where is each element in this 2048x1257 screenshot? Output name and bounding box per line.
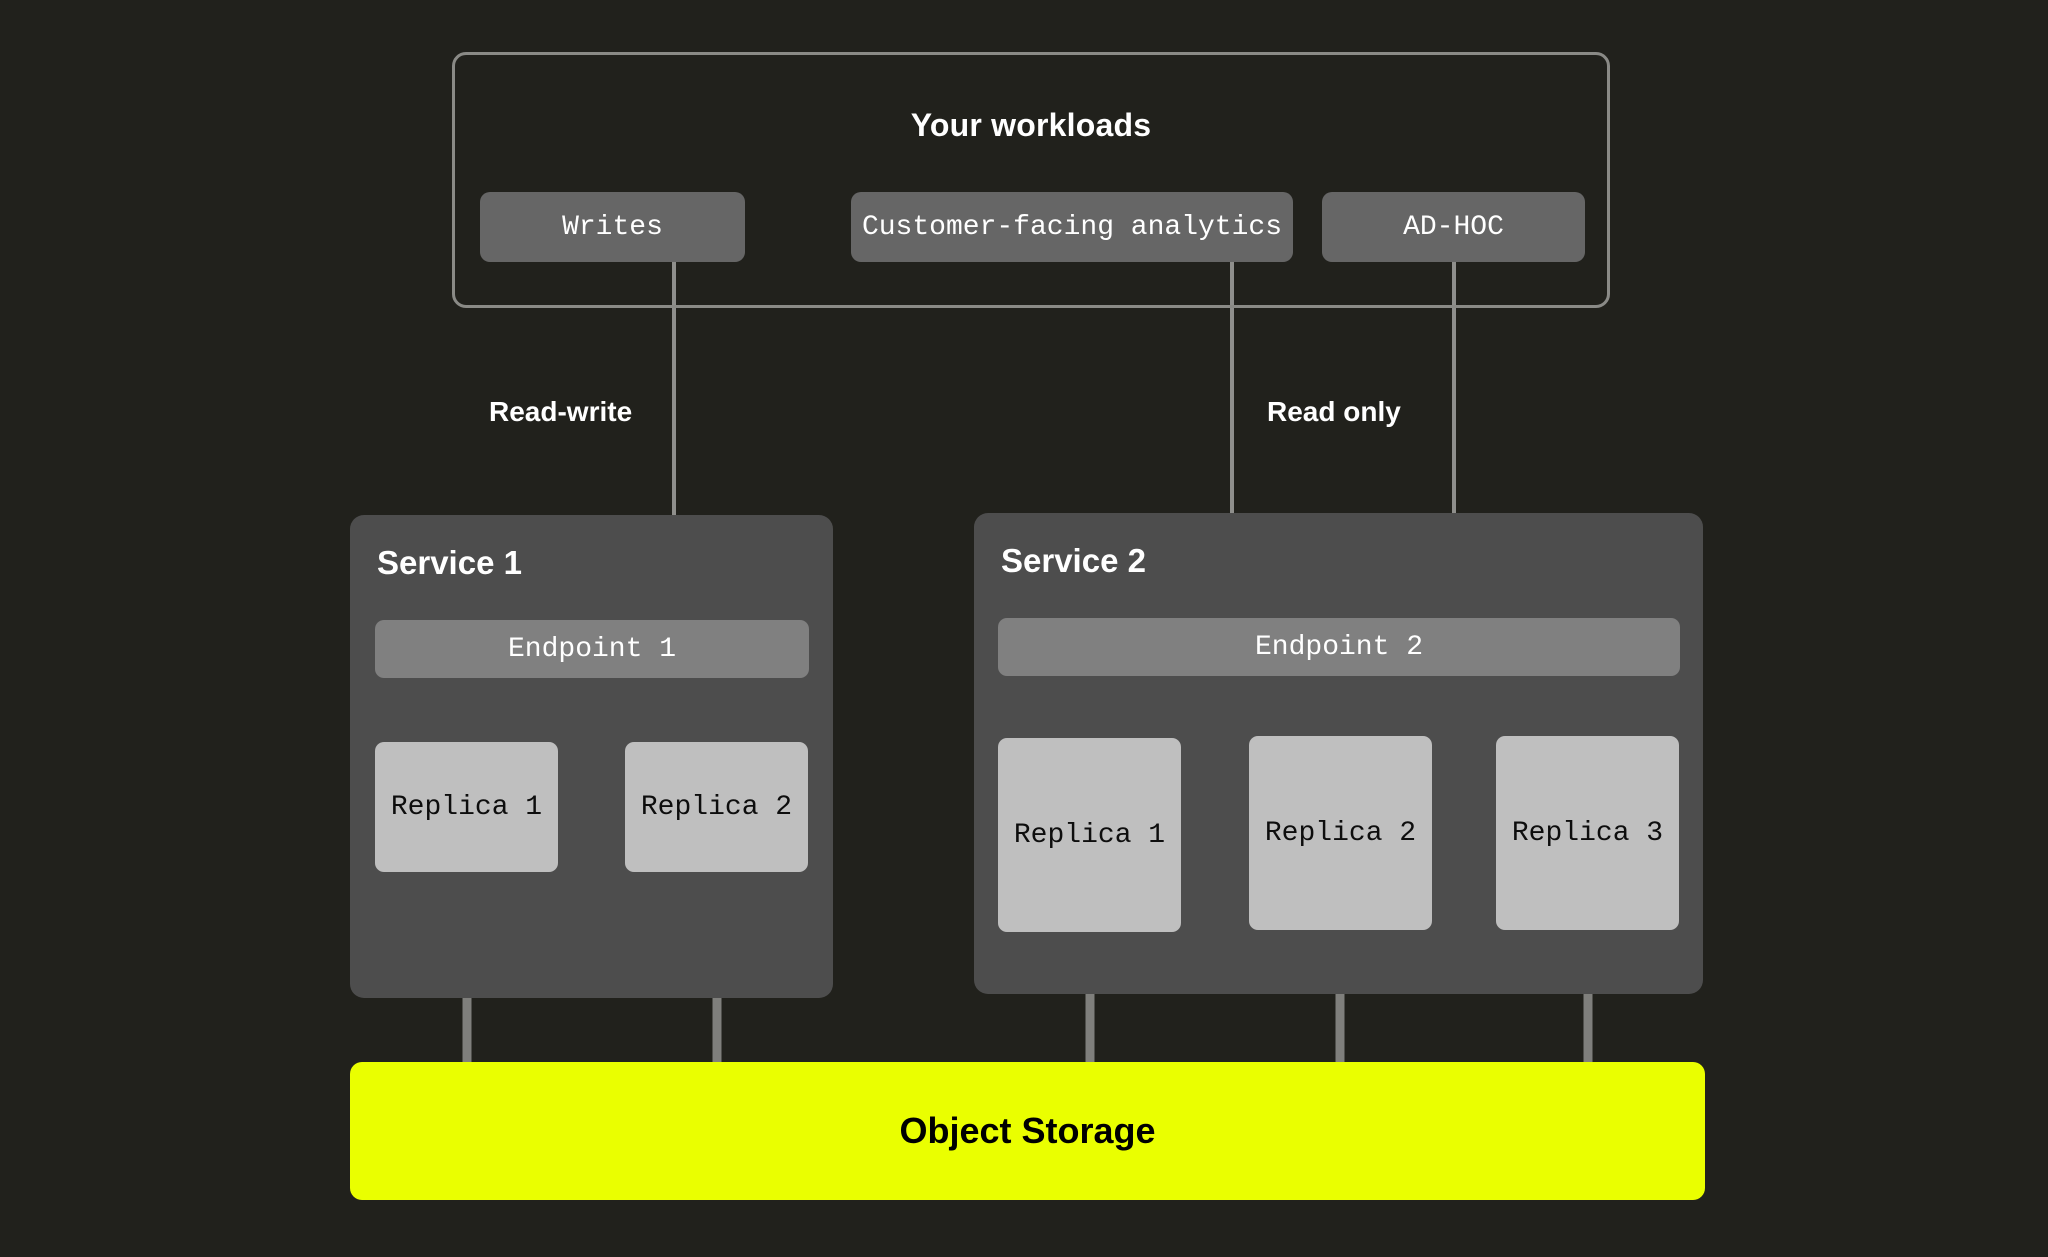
- service-1-replica-2[interactable]: Replica 2: [625, 742, 808, 872]
- service-2-replica-1[interactable]: Replica 1: [998, 738, 1181, 932]
- service-1-endpoint[interactable]: Endpoint 1: [375, 620, 809, 678]
- workload-chip-customer-facing-analytics[interactable]: Customer-facing analytics: [851, 192, 1293, 262]
- object-storage-bar[interactable]: Object Storage: [350, 1062, 1705, 1200]
- edge-label-read-write: Read-write: [489, 396, 633, 427]
- service-2-endpoint-label: Endpoint 2: [1254, 631, 1424, 663]
- workload-chip-customer-facing-analytics-label: Customer-facing analytics: [861, 211, 1283, 243]
- service-1-replica-2-label: Replica 2: [640, 791, 793, 823]
- workload-chip-ad-hoc[interactable]: AD-HOC: [1322, 192, 1585, 262]
- service-2-endpoint[interactable]: Endpoint 2: [998, 618, 1680, 676]
- object-storage-label: Object Storage: [899, 1110, 1156, 1151]
- service-1-replica-1[interactable]: Replica 1: [375, 742, 558, 872]
- workload-chip-writes[interactable]: Writes: [480, 192, 745, 262]
- workload-chip-writes-label: Writes: [562, 211, 663, 243]
- service-2-replica-2-label: Replica 2: [1264, 817, 1417, 849]
- service-1-replica-1-label: Replica 1: [390, 791, 543, 823]
- service-2-replica-1-label: Replica 1: [1013, 819, 1166, 851]
- service-2-title: Service 2: [1001, 542, 1146, 579]
- workload-chip-ad-hoc-label: AD-HOC: [1403, 211, 1504, 243]
- service-1-endpoint-label: Endpoint 1: [507, 633, 677, 665]
- your-workloads-container: Your workloads: [452, 52, 1610, 308]
- edge-label-read-only: Read only: [1267, 396, 1401, 427]
- your-workloads-title: Your workloads: [910, 107, 1152, 143]
- service-2-replica-2[interactable]: Replica 2: [1249, 736, 1432, 930]
- service-1-title: Service 1: [377, 544, 522, 581]
- service-2-replica-3[interactable]: Replica 3: [1496, 736, 1679, 930]
- service-2-replica-3-label: Replica 3: [1511, 817, 1664, 849]
